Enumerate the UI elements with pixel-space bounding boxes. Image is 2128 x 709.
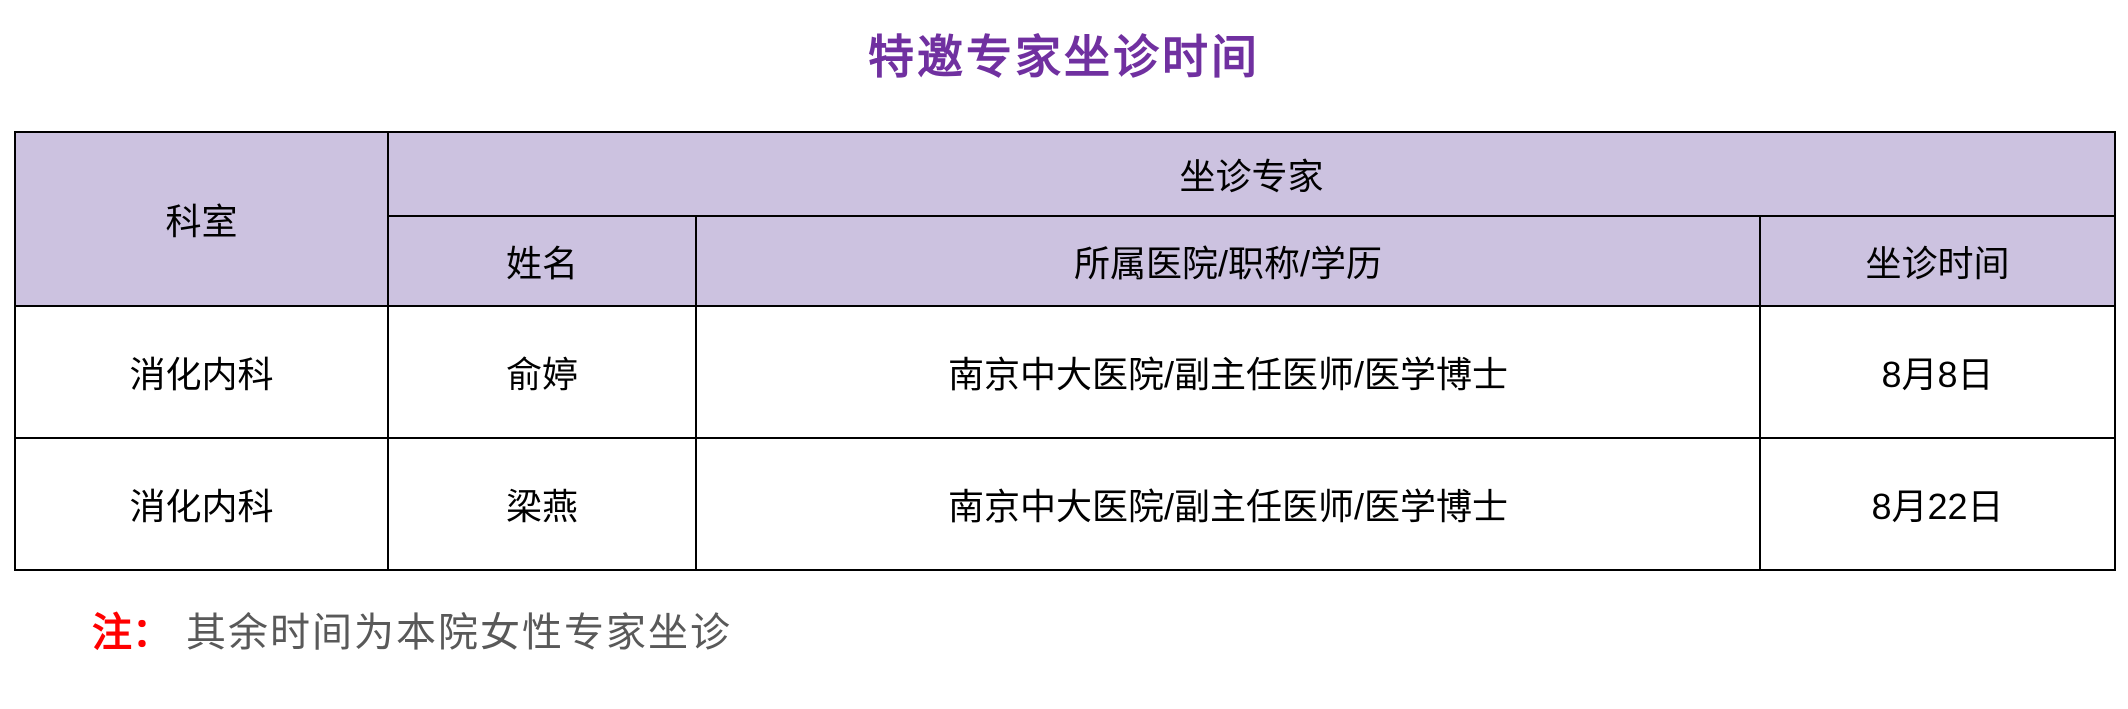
page: 特邀专家坐诊时间 科室 坐诊专家 姓名 所属医院/职称/学历 坐诊时间 消化内科… [14, 31, 2117, 657]
footnote: 注： 其余时间为本院女性专家坐诊 [92, 609, 2114, 657]
header-hospital-title-degree: 所属医院/职称/学历 [695, 215, 1761, 308]
table-row: 消化内科 梁燕 南京中大医院/副主任医师/医学博士 8月22日 [14, 437, 2117, 572]
header-name: 姓名 [387, 215, 697, 308]
cell-time: 8月22日 [1758, 437, 2117, 572]
page-title: 特邀专家坐诊时间 [868, 31, 1260, 83]
cell-hospital: 南京中大医院/副主任医师/医学博士 [695, 305, 1761, 440]
cell-department: 消化内科 [14, 305, 389, 440]
footnote-label: 注： [92, 611, 172, 656]
cell-name: 梁燕 [387, 437, 697, 572]
header-time: 坐诊时间 [1758, 215, 2117, 308]
cell-department: 消化内科 [14, 437, 389, 572]
header-expert-group: 坐诊专家 [386, 131, 2117, 218]
cell-hospital: 南京中大医院/副主任医师/医学博士 [695, 437, 1761, 572]
schedule-table: 科室 坐诊专家 姓名 所属医院/职称/学历 坐诊时间 消化内科 俞婷 南京中大医… [14, 131, 2117, 572]
table-header: 科室 坐诊专家 姓名 所属医院/职称/学历 坐诊时间 [14, 131, 2117, 308]
header-row-top: 科室 坐诊专家 [14, 131, 2117, 308]
header-row-sub: 姓名 所属医院/职称/学历 坐诊时间 [15, 215, 2117, 308]
header-department: 科室 [14, 131, 389, 308]
table-body: 消化内科 俞婷 南京中大医院/副主任医师/医学博士 8月8日 消化内科 梁燕 南… [14, 305, 2117, 572]
cell-time: 8月8日 [1758, 305, 2117, 440]
table-row: 消化内科 俞婷 南京中大医院/副主任医师/医学博士 8月8日 [14, 305, 2117, 440]
footnote-text: 其余时间为本院女性专家坐诊 [186, 611, 732, 656]
cell-name: 俞婷 [387, 305, 697, 440]
